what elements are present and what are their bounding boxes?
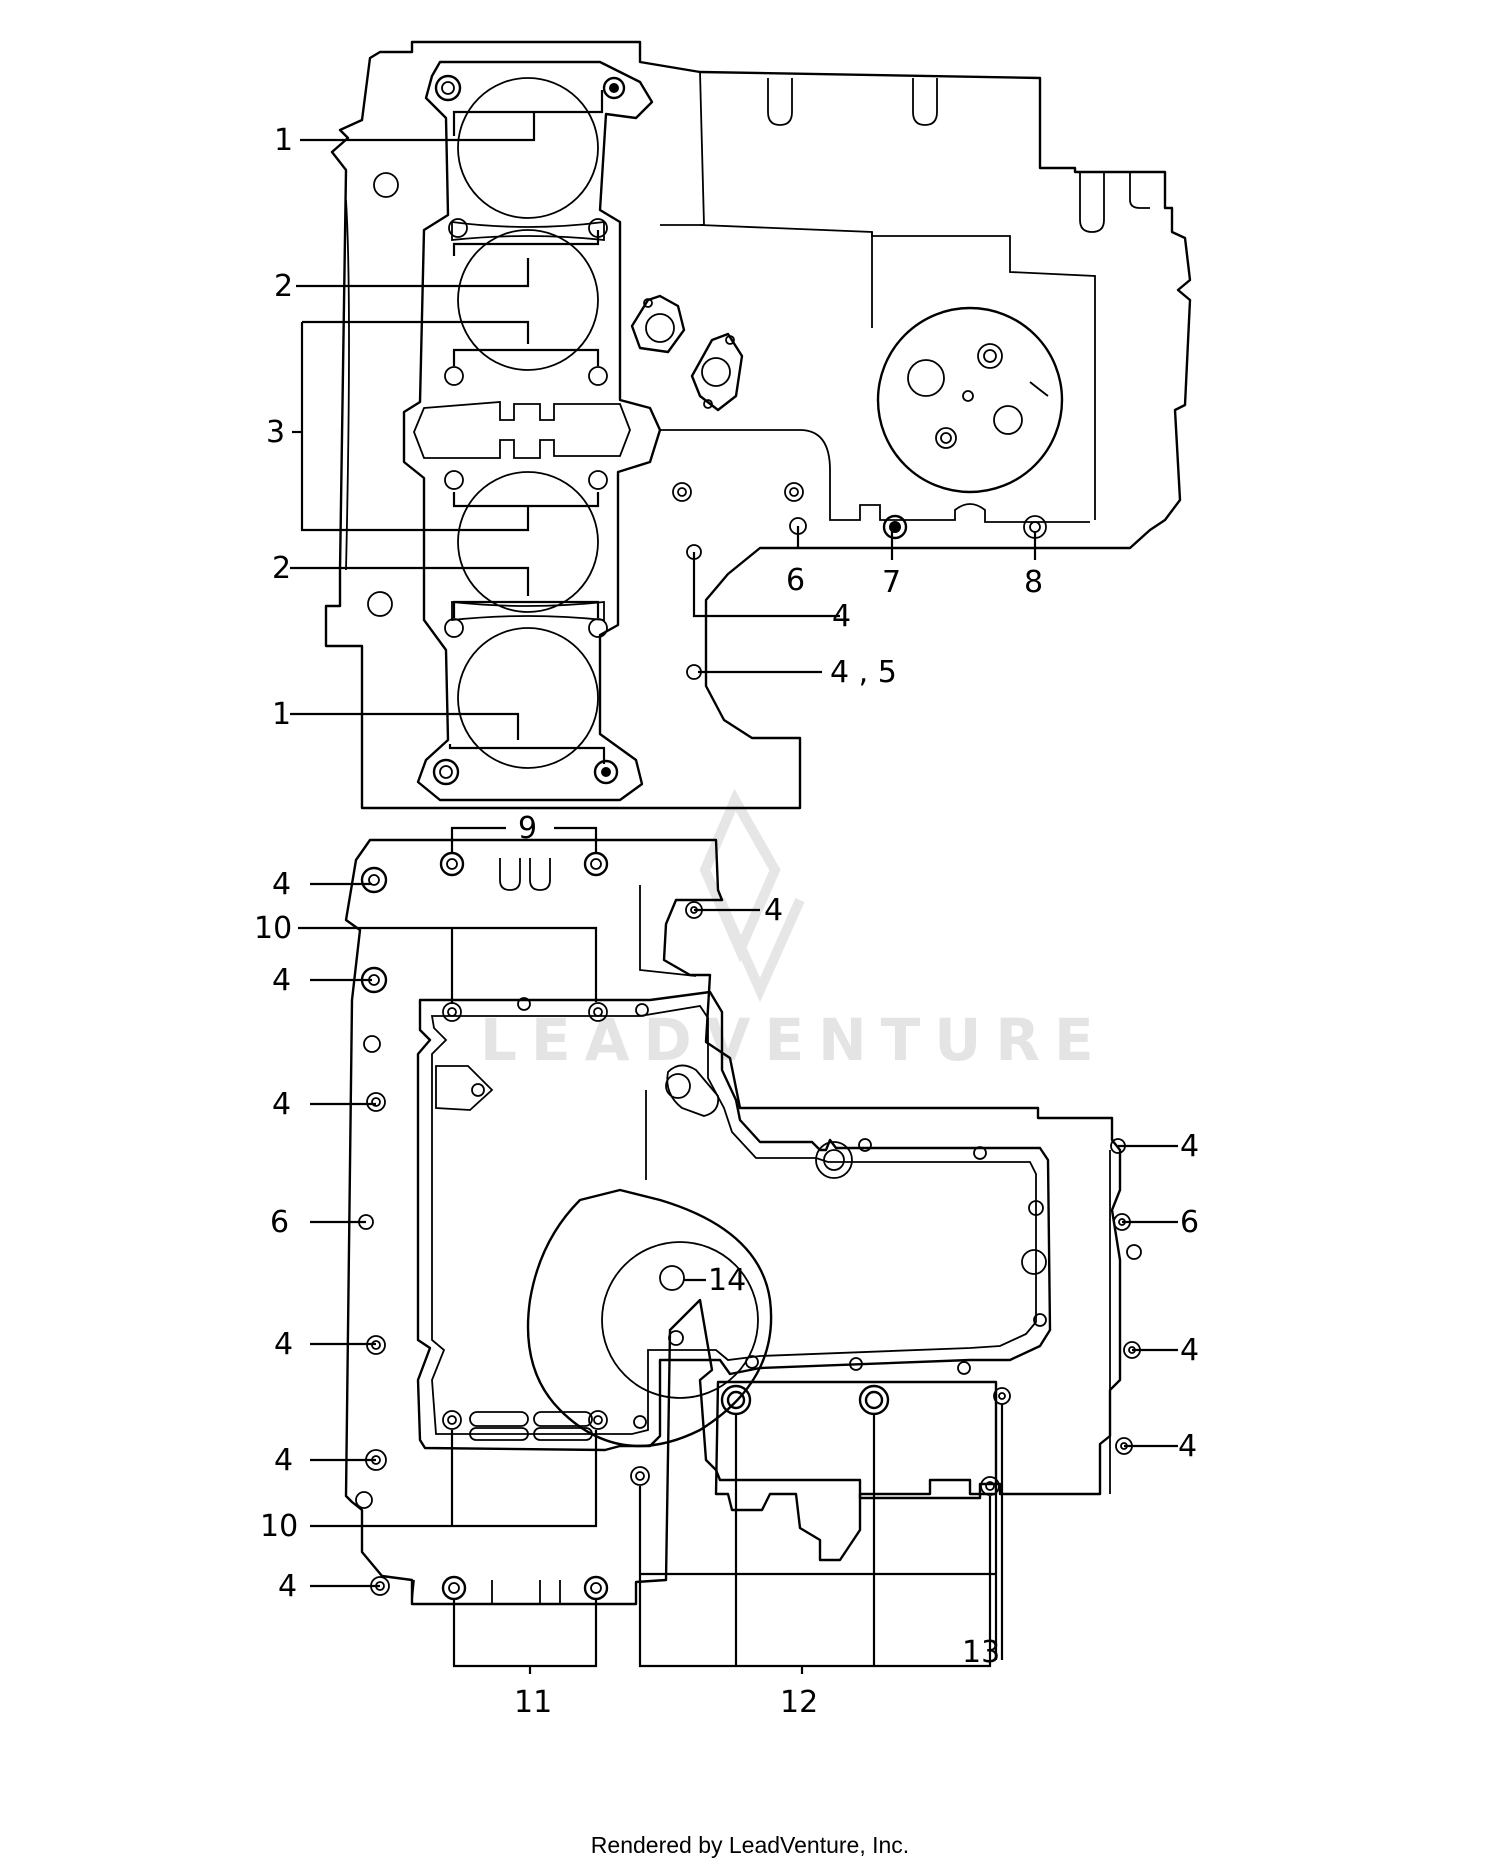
callout-9: 9 <box>518 811 537 846</box>
callout-4-left-2: 4 <box>272 963 291 998</box>
callout-12: 12 <box>780 1685 818 1720</box>
callout-10-top: 10 <box>254 911 292 946</box>
callout-13: 13 <box>962 1635 1000 1670</box>
render-credit: Rendered by LeadVenture, Inc. <box>590 1832 910 1858</box>
callout-labels: 1 2 3 2 1 6 7 8 4 4 , 5 9 4 4 10 4 4 6 4… <box>254 123 1199 1720</box>
callout-2-bottom: 2 <box>272 551 291 586</box>
callout-11: 11 <box>514 1685 552 1720</box>
callout-7: 7 <box>882 565 901 600</box>
callout-4-left-4: 4 <box>274 1327 293 1362</box>
callout-4-right-3: 4 <box>1178 1429 1197 1464</box>
callout-4-left-1: 4 <box>272 867 291 902</box>
callout-6-right: 6 <box>1180 1205 1199 1240</box>
callout-1-top: 1 <box>274 123 293 158</box>
leadventure-watermark: LEADVENTURE <box>480 788 1108 1074</box>
callout-4-right-1: 4 <box>1180 1129 1199 1164</box>
watermark-text: LEADVENTURE <box>480 1006 1108 1074</box>
callout-4-left-5: 4 <box>274 1443 293 1478</box>
callout-1-bottom: 1 <box>272 697 291 732</box>
leader-lines <box>290 90 1178 1674</box>
callout-6-left: 6 <box>270 1205 289 1240</box>
cylinder-head-gasket <box>402 60 662 802</box>
callout-3: 3 <box>266 415 285 450</box>
callout-4-left-3: 4 <box>272 1087 291 1122</box>
callout-4-upper: 4 <box>832 599 851 634</box>
callout-4-center: 4 <box>764 893 783 928</box>
callout-2-top: 2 <box>274 269 293 304</box>
callout-4-left-6: 4 <box>278 1569 297 1604</box>
callout-6-upper: 6 <box>786 563 805 598</box>
callout-4-right-2: 4 <box>1180 1333 1199 1368</box>
callout-8: 8 <box>1024 565 1043 600</box>
callout-10-bottom: 10 <box>260 1509 298 1544</box>
callout-14: 14 <box>708 1263 746 1298</box>
upper-crankcase <box>324 40 1192 810</box>
callout-4-5: 4 , 5 <box>830 655 897 690</box>
